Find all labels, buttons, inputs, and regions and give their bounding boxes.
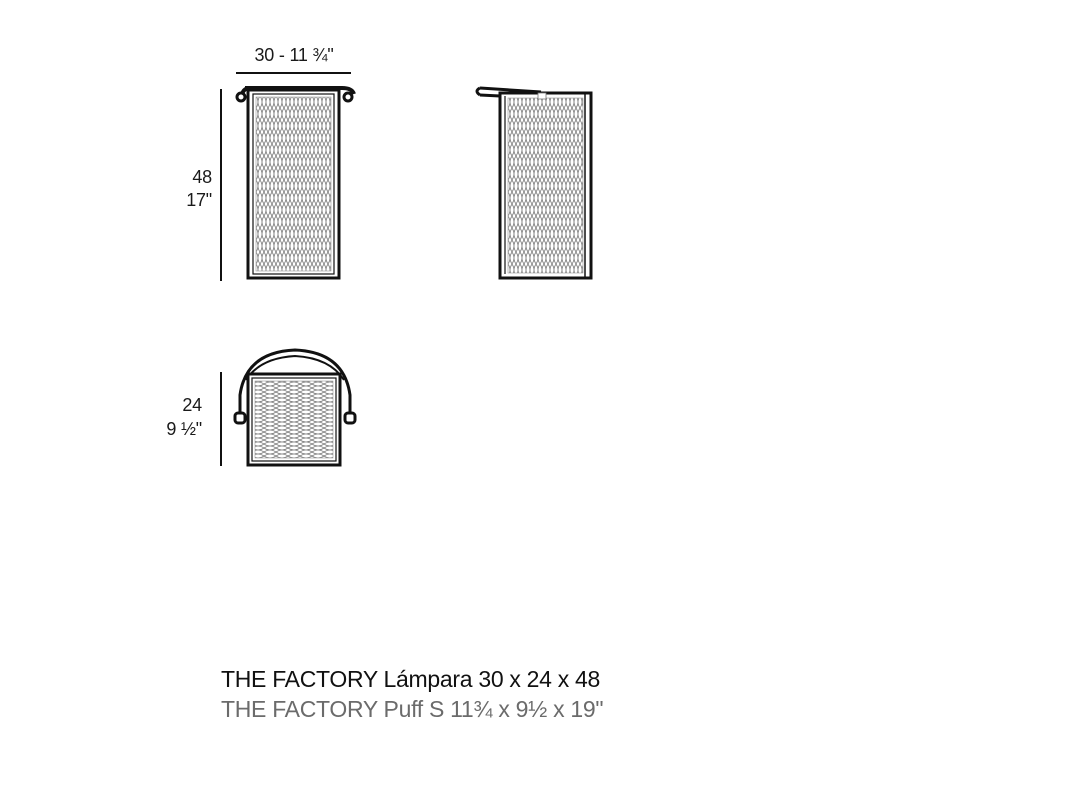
depth-in-label: 9 ½" bbox=[166, 419, 202, 439]
height-cm-label: 48 bbox=[192, 167, 212, 187]
depth-cm-label: 24 bbox=[182, 395, 202, 415]
width-label: 30 - 11 ¾" bbox=[254, 45, 334, 65]
caption-secondary: THE FACTORY Puff S 11¾ x 9½ x 19" bbox=[221, 696, 604, 722]
caption-primary: THE FACTORY Lámpara 30 x 24 x 48 bbox=[221, 666, 601, 692]
front-view bbox=[220, 72, 356, 281]
height-in-label: 17" bbox=[186, 190, 212, 210]
side-view bbox=[475, 86, 593, 280]
top-view bbox=[220, 348, 357, 467]
